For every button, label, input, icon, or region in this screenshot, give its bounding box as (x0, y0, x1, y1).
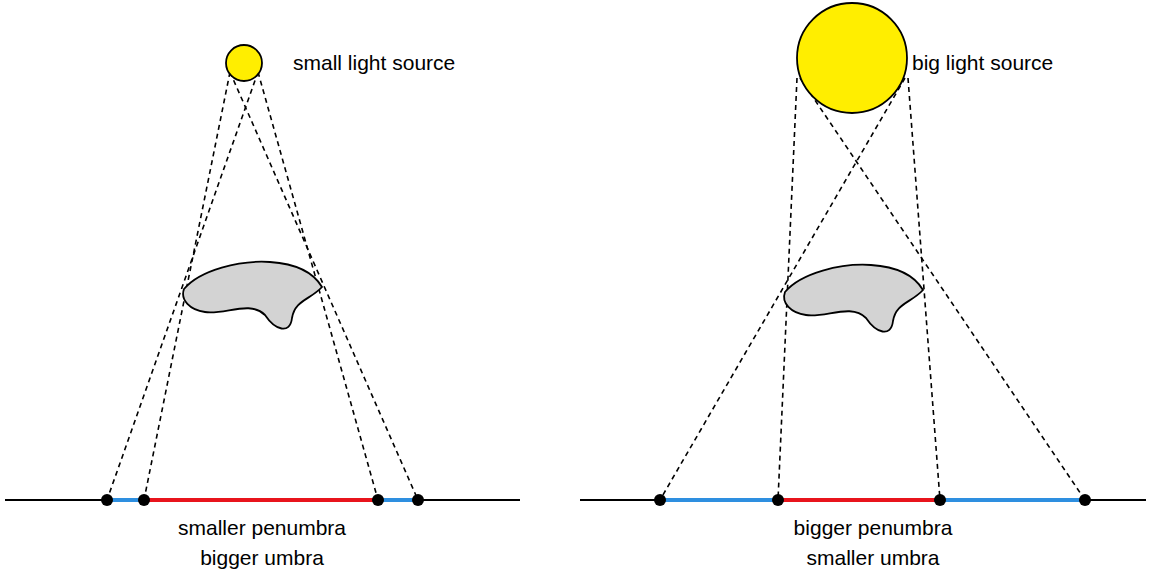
penumbra-segment (660, 498, 778, 502)
shadow-boundary-dot (372, 494, 384, 506)
penumbra-segment (940, 498, 1085, 502)
shadow-boundary-dot (412, 494, 424, 506)
shadow-boundary-dot (1079, 494, 1091, 506)
occluding-object (183, 262, 322, 329)
shadow-boundary-dot (772, 494, 784, 506)
shadow-label: smaller umbra (806, 545, 939, 570)
shadow-label: smaller penumbra (178, 515, 346, 540)
umbra-segment (144, 498, 378, 502)
shadow-boundary-dot (654, 494, 666, 506)
shadow-label: bigger penumbra (794, 515, 953, 540)
umbra-segment (778, 498, 940, 502)
ground-line (5, 499, 520, 501)
shadow-panel (580, 3, 1146, 506)
source-label: small light source (293, 50, 455, 75)
shadow-boundary-dot (101, 494, 113, 506)
occluding-object (784, 265, 923, 332)
light-source (797, 3, 907, 113)
shadow-boundary-dot (138, 494, 150, 506)
shadow-label: bigger umbra (200, 545, 324, 570)
shadow-boundary-dot (934, 494, 946, 506)
light-source (226, 45, 262, 81)
source-label: big light source (912, 50, 1053, 75)
shadow-panel (5, 45, 520, 506)
